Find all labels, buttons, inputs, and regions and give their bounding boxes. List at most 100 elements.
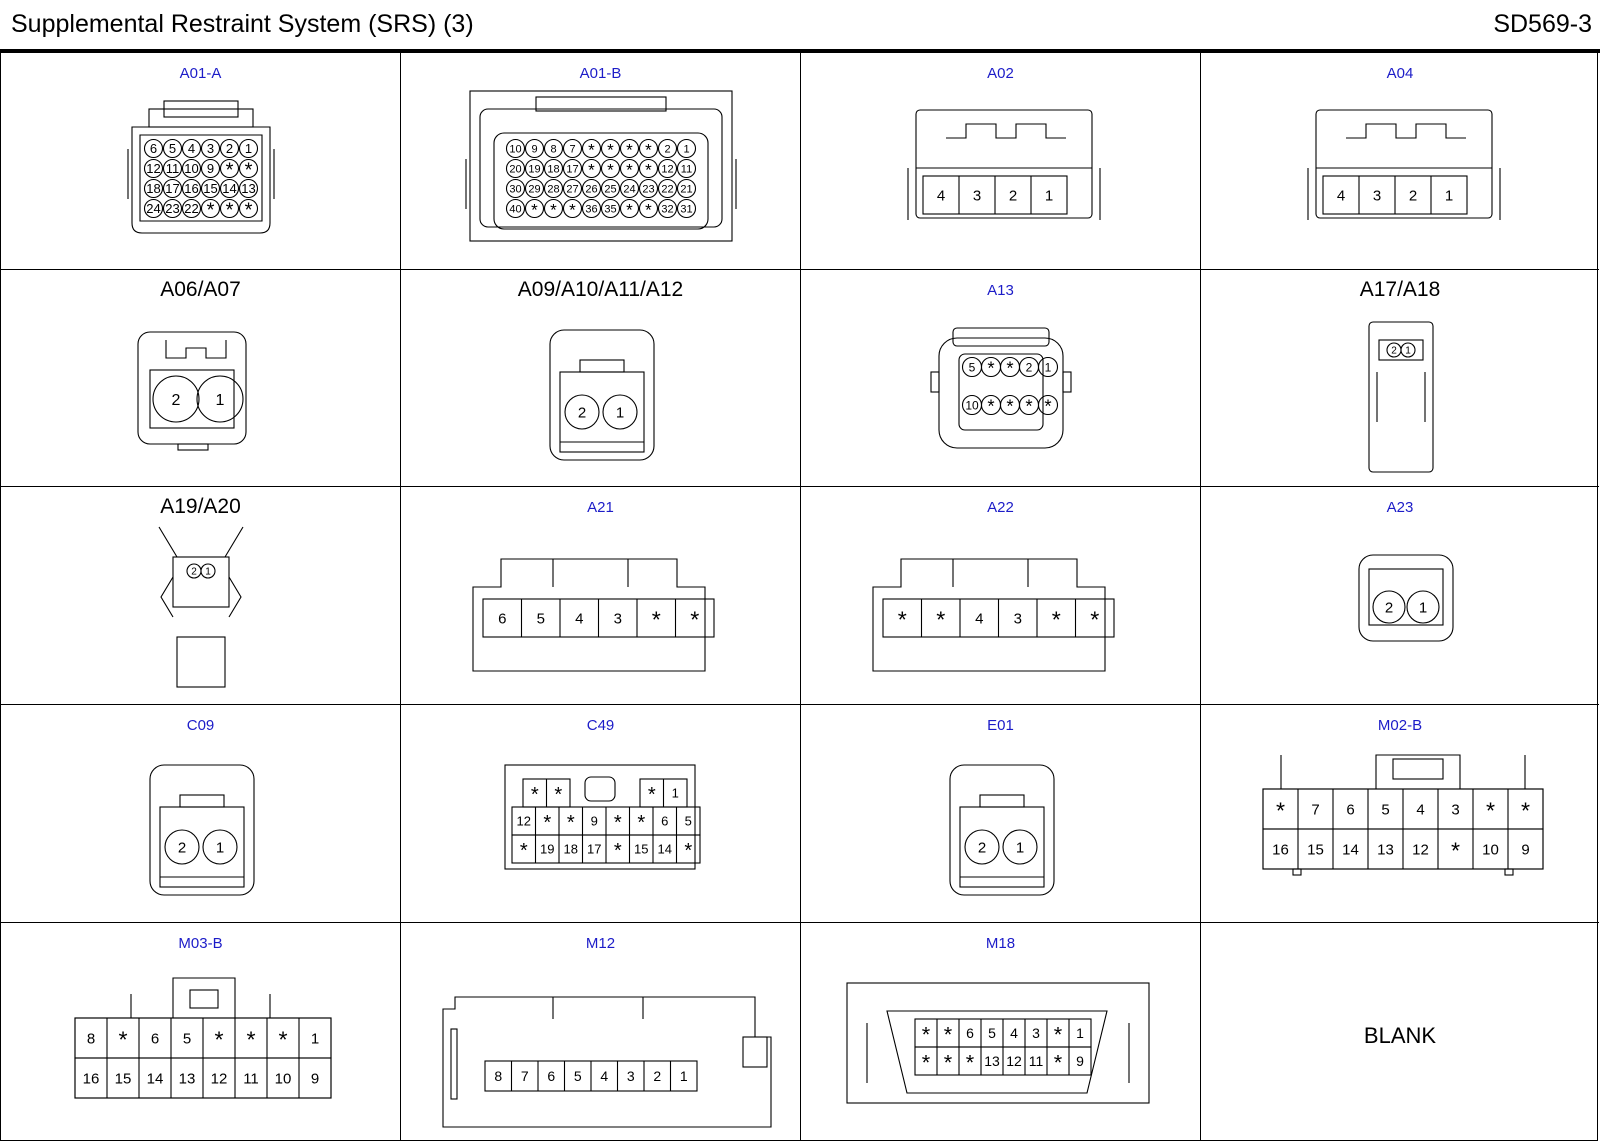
pin-socket: [505, 198, 526, 219]
pin-blank: *: [614, 840, 622, 862]
pin-22: 22: [184, 201, 198, 216]
pin-blank: *: [1451, 837, 1460, 863]
pin-blank: *: [966, 1050, 975, 1075]
connector-label: A02: [987, 65, 1014, 82]
pin-5: 5: [988, 1025, 996, 1041]
pin-blank: *: [550, 200, 557, 219]
pin-11: 11: [1029, 1053, 1044, 1069]
pin-blank: *: [607, 140, 614, 159]
pin-30: 30: [509, 183, 521, 195]
pin-9: 9: [207, 161, 214, 176]
pin-16: 16: [83, 1070, 100, 1087]
connector-label: A06/A07: [160, 278, 241, 301]
pin-socket: [219, 178, 240, 199]
pin-blank: *: [684, 840, 692, 862]
pin-blank: *: [922, 1050, 931, 1075]
pin-12: 12: [211, 1070, 228, 1087]
pin-socket: [1037, 394, 1059, 416]
pin-2: 2: [653, 1068, 661, 1084]
pin-5: 5: [183, 1030, 191, 1047]
pin-socket: [638, 198, 659, 219]
pin-1: 1: [216, 839, 224, 856]
pin-12: 12: [1006, 1053, 1022, 1069]
pin-15: 15: [634, 842, 648, 857]
pin-socket: [1372, 590, 1406, 624]
pin-socket: [543, 178, 564, 199]
pin-blank: *: [1521, 797, 1530, 823]
pin-4: 4: [1337, 187, 1345, 204]
pin-blank: *: [607, 160, 614, 179]
pin-blank: *: [588, 160, 595, 179]
header-rule: [0, 49, 1600, 53]
pin-4: 4: [1416, 801, 1424, 818]
pin-10: 10: [1482, 841, 1499, 858]
pin-blank: *: [554, 784, 562, 806]
pin-10: 10: [965, 398, 979, 412]
pin-2: 2: [226, 141, 233, 156]
pin-socket: [657, 178, 678, 199]
pin-23: 23: [642, 183, 654, 195]
pin-blank: *: [278, 1026, 287, 1052]
pin-6: 6: [547, 1068, 555, 1084]
pin-socket: [581, 158, 602, 179]
pin-socket: [200, 178, 221, 199]
pin-blank: *: [245, 160, 253, 182]
pin-7: 7: [521, 1068, 529, 1084]
pin-socket: [657, 198, 678, 219]
pin-2: 2: [1391, 346, 1397, 357]
pin-11: 11: [681, 163, 692, 175]
pin-17: 17: [587, 842, 601, 857]
pin-1: 1: [1045, 187, 1053, 204]
pin-20: 20: [509, 163, 521, 175]
connector-label: A19/A20: [160, 495, 241, 518]
pin-4: 4: [575, 610, 583, 627]
pin-socket: [581, 178, 602, 199]
pin-3: 3: [1451, 801, 1459, 818]
pin-blank: *: [922, 1022, 931, 1047]
pin-blank: *: [1006, 357, 1013, 378]
pin-socket: [1037, 356, 1059, 378]
connector-label: M02-B: [1377, 717, 1423, 734]
pin-socket: [505, 158, 526, 179]
pin-socket: [581, 198, 602, 219]
pin-blank: *: [531, 784, 539, 806]
connector-label: C49: [586, 717, 615, 734]
pin-socket: [524, 158, 545, 179]
pin-6: 6: [661, 814, 668, 829]
pin-24: 24: [623, 183, 635, 195]
pin-blank: *: [1054, 1022, 1063, 1047]
pin-14: 14: [147, 1070, 164, 1087]
pin-5: 5: [1381, 801, 1389, 818]
pin-socket: [162, 198, 183, 219]
pin-13: 13: [984, 1053, 1000, 1069]
pin-socket: [196, 375, 244, 423]
pin-6: 6: [498, 610, 506, 627]
pin-blank: *: [944, 1050, 953, 1075]
pin-blank: *: [614, 812, 622, 834]
pin-blank: *: [1486, 797, 1495, 823]
pin-18: 18: [547, 163, 559, 175]
pin-5: 5: [169, 141, 176, 156]
pin-socket: [619, 158, 640, 179]
pin-1: 1: [245, 141, 252, 156]
pin-1: 1: [1405, 346, 1411, 357]
pin-blank: *: [245, 200, 253, 222]
pin-blank: *: [226, 200, 234, 222]
pin-socket: [600, 198, 621, 219]
pin-4: 4: [1010, 1025, 1018, 1041]
